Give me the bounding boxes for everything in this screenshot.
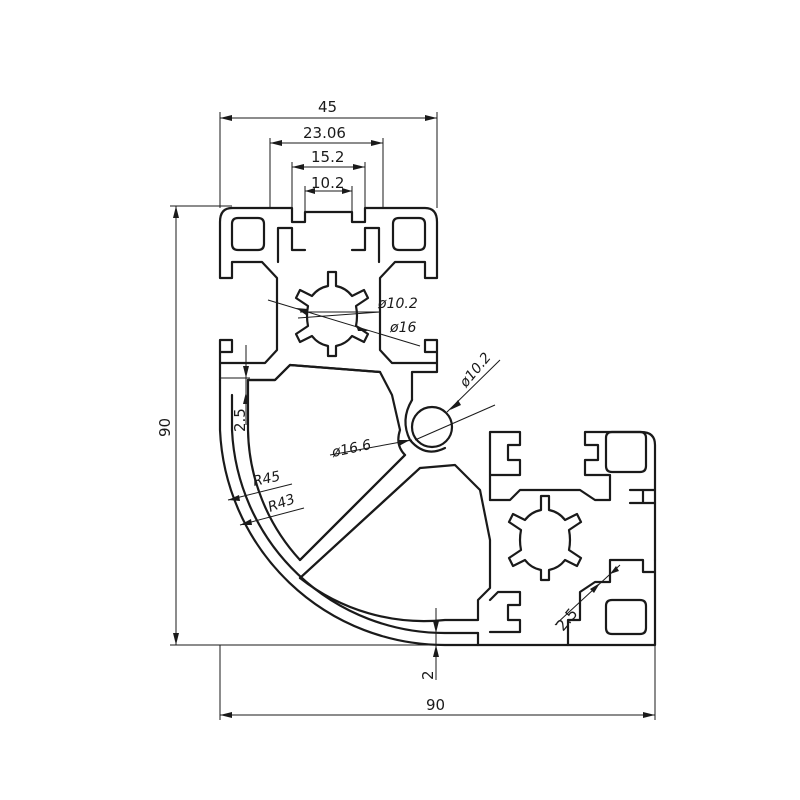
dim-bore-inner: ø10.2 (377, 296, 418, 312)
top-center-bore (294, 270, 370, 358)
web-top (246, 363, 382, 382)
right-top-pocket (604, 430, 648, 474)
dim-bore-outer: ø16 (389, 320, 416, 336)
top-module-left (218, 206, 279, 382)
dim-slot-inner: 10.2 (311, 174, 344, 192)
dim-wall-bottom: 2 (419, 670, 437, 680)
right-module-outline (476, 430, 657, 647)
dim-radius-outer: R45 (252, 469, 282, 490)
dim-bottom-width: 90 (426, 696, 445, 714)
dim-top-width: 45 (318, 98, 337, 116)
right-module-top (488, 430, 522, 502)
dim-radius-inner: R43 (266, 491, 297, 515)
web-bore (410, 405, 454, 449)
dim-web-circle: ø16.6 (330, 437, 373, 461)
top-left-pocket (230, 216, 266, 252)
dim-slot-outer: 23.06 (303, 124, 346, 142)
dim-slot-mid: 15.2 (311, 148, 344, 166)
right-bottom-pocket (604, 598, 648, 636)
right-center-bore (507, 494, 583, 582)
dim-height: 90 (156, 418, 174, 437)
dimensions: 45 23.06 15.2 10.2 90 90 (156, 98, 656, 720)
top-right-pocket (391, 216, 427, 252)
upper-cavity (246, 363, 407, 562)
right-slot (628, 488, 657, 505)
dim-wall-left: 2.5 (231, 408, 249, 432)
inner-arc (230, 393, 480, 635)
outer-arc (218, 378, 657, 647)
dim-wall-right: 2.5 (552, 605, 581, 635)
lower-cavity (298, 463, 492, 623)
profile-outline (218, 206, 657, 647)
diagonal-web (298, 453, 422, 580)
top-module-outline (230, 206, 439, 402)
top-slot (276, 226, 381, 264)
